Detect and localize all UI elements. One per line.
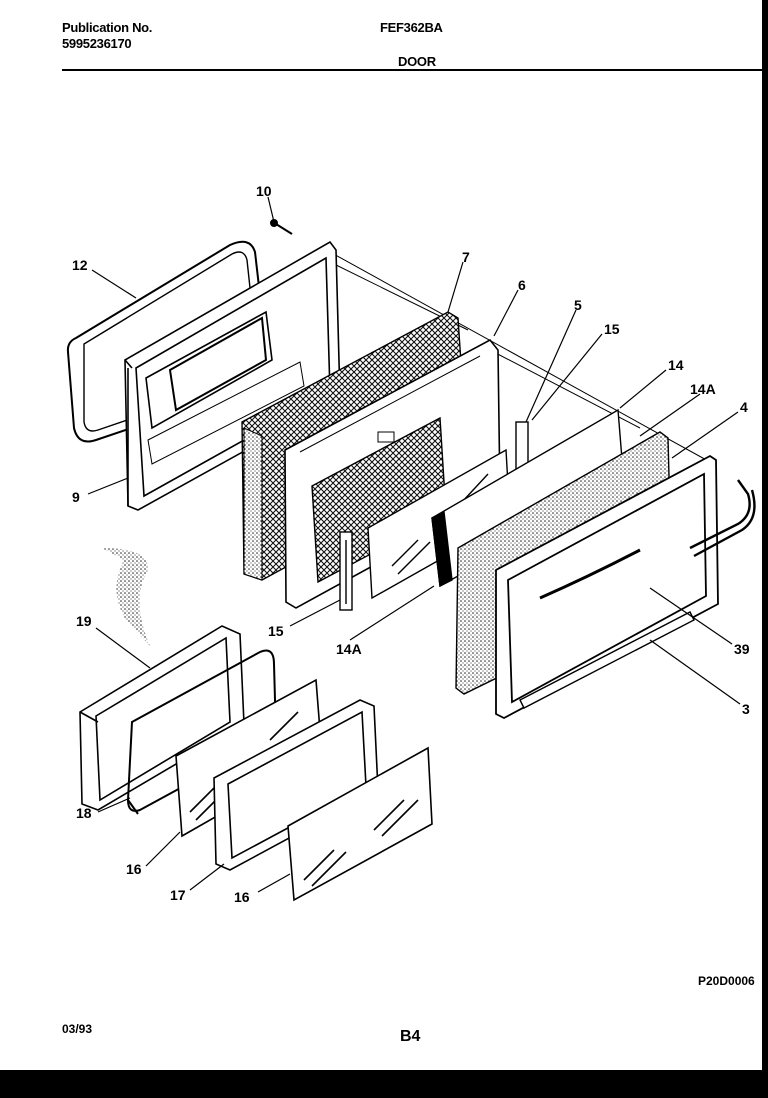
callout-15-top: 15 — [604, 321, 620, 337]
bottom-border — [0, 1070, 768, 1098]
part-17-window-frame — [213, 699, 379, 871]
callout-14a-top: 14A — [690, 381, 716, 397]
callout-5: 5 — [574, 297, 582, 313]
footer-date: 03/93 — [62, 1022, 93, 1036]
callout-18: 18 — [76, 805, 92, 821]
page-number: B4 — [400, 1028, 421, 1045]
model-number: FEF362BA — [380, 20, 443, 35]
callout-39: 39 — [734, 641, 750, 657]
part-15-hinge-left — [339, 531, 353, 611]
callout-7: 7 — [462, 249, 470, 265]
callout-19: 19 — [76, 613, 92, 629]
publication-number: 5995236170 — [62, 36, 132, 51]
leader-lines — [87, 196, 741, 893]
part-3-bottom-trim — [519, 611, 695, 709]
publication-label: Publication No. — [62, 20, 153, 35]
right-border — [762, 0, 768, 1070]
callout-4: 4 — [740, 399, 748, 415]
section-title: DOOR — [398, 54, 436, 69]
callout-16-upper: 16 — [126, 861, 142, 877]
callout-12: 12 — [72, 257, 88, 273]
callout-10: 10 — [256, 183, 272, 199]
callout-labels: 10 12 7 6 5 15 14 14A 4 9 15 14A 39 3 19… — [72, 183, 750, 905]
callout-16-lower: 16 — [234, 889, 250, 905]
part-10-screw — [270, 219, 293, 235]
drawing-code: P20D0006 — [698, 974, 755, 988]
part-4-outer-door — [495, 454, 719, 720]
callout-15-bottom: 15 — [268, 623, 284, 639]
callout-14: 14 — [668, 357, 684, 373]
door-exploded-diagram: 10 12 7 6 5 15 14 14A 4 9 15 14A 39 3 19… — [66, 183, 756, 905]
callout-17: 17 — [170, 887, 186, 903]
callout-3: 3 — [742, 701, 750, 717]
part-16-glass-upper — [175, 678, 323, 838]
callout-6: 6 — [518, 277, 526, 293]
part-handle — [689, 479, 756, 558]
callout-9: 9 — [72, 489, 80, 505]
part-16-glass-lower — [287, 746, 433, 902]
airflow-shading — [102, 548, 150, 646]
callout-14a-bottom: 14A — [336, 641, 362, 657]
header-rule — [62, 69, 762, 71]
